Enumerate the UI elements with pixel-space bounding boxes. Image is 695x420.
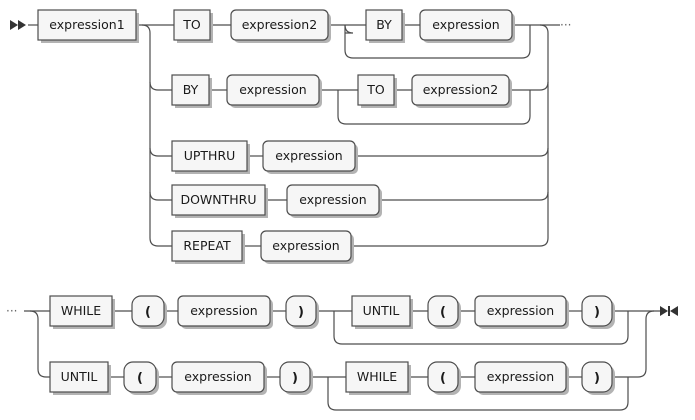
- start-arrow: [10, 20, 26, 30]
- end-arrow: [660, 306, 678, 316]
- node-expression2: expression2: [230, 9, 331, 43]
- node-until-keyword: UNTIL: [351, 295, 413, 329]
- node-expression: expression: [474, 295, 569, 329]
- node-close-paren: ): [285, 295, 319, 329]
- svg-text:(: (: [145, 305, 151, 320]
- svg-text:TO: TO: [182, 17, 201, 32]
- svg-text:BY: BY: [183, 82, 199, 97]
- node-while-keyword: WHILE: [49, 295, 115, 329]
- node-expression: expression: [226, 74, 322, 108]
- wires-row-1: [28, 24, 560, 247]
- svg-text:WHILE: WHILE: [357, 369, 397, 384]
- node-open-paren: (: [131, 295, 167, 329]
- svg-text:): ): [594, 371, 600, 386]
- node-close-paren: ): [581, 295, 615, 329]
- wires-row-2: [24, 310, 660, 411]
- node-to-keyword: TO: [173, 9, 213, 43]
- svg-text:expression: expression: [432, 17, 499, 32]
- node-upthru-keyword: UPTHRU: [171, 140, 250, 174]
- node-to-keyword: TO: [357, 74, 397, 108]
- svg-text:expression: expression: [275, 148, 342, 163]
- node-expression1: expression1: [37, 9, 139, 43]
- node-open-paren: (: [123, 361, 159, 395]
- node-until-keyword: UNTIL: [49, 361, 111, 395]
- node-expression: expression: [286, 184, 382, 218]
- node-expression: expression: [177, 295, 273, 329]
- svg-text:BY: BY: [376, 17, 392, 32]
- continuation-marker-top: ···: [560, 18, 571, 32]
- node-open-paren: (: [427, 295, 461, 329]
- svg-text:): ): [292, 371, 298, 386]
- svg-text:UNTIL: UNTIL: [61, 369, 98, 384]
- svg-text:expression1: expression1: [49, 17, 124, 32]
- svg-text:DOWNTHRU: DOWNTHRU: [180, 192, 256, 207]
- svg-text:expression: expression: [299, 192, 366, 207]
- svg-text:UPTHRU: UPTHRU: [184, 148, 236, 163]
- svg-text:): ): [298, 305, 304, 320]
- svg-text:expression: expression: [487, 369, 554, 384]
- node-by-keyword: BY: [171, 74, 212, 108]
- node-while-keyword: WHILE: [345, 361, 411, 395]
- svg-text:REPEAT: REPEAT: [183, 238, 231, 253]
- svg-text:WHILE: WHILE: [61, 303, 101, 318]
- svg-text:expression2: expression2: [423, 82, 498, 97]
- node-expression2: expression2: [411, 74, 512, 108]
- node-open-paren: (: [427, 361, 461, 395]
- node-expression: expression: [171, 361, 267, 395]
- svg-text:expression: expression: [272, 238, 339, 253]
- node-expression: expression: [419, 9, 515, 43]
- node-close-paren: ): [279, 361, 313, 395]
- svg-text:(: (: [440, 371, 446, 386]
- svg-text:expression2: expression2: [242, 17, 317, 32]
- svg-text:UNTIL: UNTIL: [363, 303, 400, 318]
- svg-text:expression: expression: [239, 82, 306, 97]
- continuation-marker-bottom: ···: [6, 304, 17, 318]
- node-downthru-keyword: DOWNTHRU: [171, 184, 268, 218]
- svg-text:(: (: [137, 371, 143, 386]
- node-expression: expression: [262, 140, 358, 174]
- svg-text:expression: expression: [487, 303, 554, 318]
- node-by-keyword: BY: [365, 9, 405, 43]
- svg-text:expression: expression: [190, 303, 257, 318]
- node-close-paren: ): [581, 361, 615, 395]
- svg-text:TO: TO: [366, 82, 385, 97]
- node-expression: expression: [260, 230, 354, 264]
- node-repeat-keyword: REPEAT: [171, 230, 245, 264]
- svg-text:expression: expression: [184, 369, 251, 384]
- node-expression: expression: [474, 361, 569, 395]
- svg-text:): ): [594, 305, 600, 320]
- svg-text:(: (: [440, 305, 446, 320]
